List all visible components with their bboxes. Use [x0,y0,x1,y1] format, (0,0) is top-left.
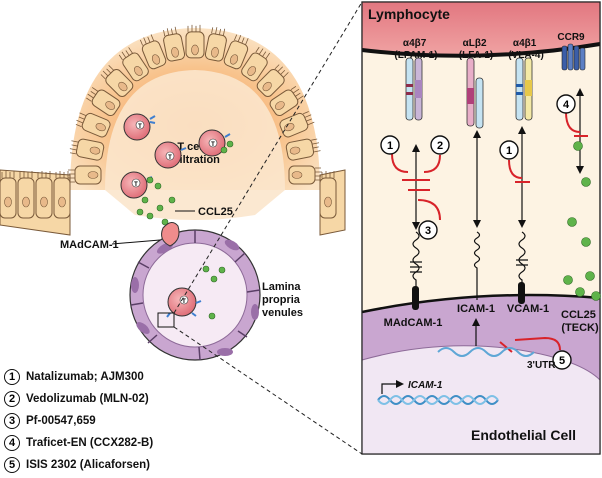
integrin-alb2-label: αLβ2 (LFA-1) [459,38,493,61]
marker-2: 2 [430,135,450,155]
legend-number: 2 [4,391,20,407]
marker-5: 5 [552,350,572,370]
legend-item: 3 Pf-00547,659 [4,410,304,432]
legend-number: 1 [4,369,20,385]
svg-text:2: 2 [437,140,443,152]
vcam-stalk [518,282,525,304]
integrin-a4b7-glyph [405,57,423,121]
legend-text: ISIS 2302 (Alicaforsen) [26,459,150,471]
icam-label: ICAM-1 [457,303,495,315]
tcell: T [120,171,148,199]
tcell: T [154,141,182,169]
utr-label: 3'UTR [527,360,556,371]
marker-3: 3 [418,220,438,240]
villus-illustration: T cell infiltration T T T T CCL2 [0,24,346,361]
madcam-ligand [410,231,422,290]
tcell: T [123,113,151,141]
svg-text:1: 1 [387,140,393,152]
endothelial-cell-title: Endothelial Cell [471,427,576,443]
legend-item: 1 Natalizumab; AJM300 [4,366,304,388]
ccl25-teck-label: CCL25 (TECK) [561,309,599,334]
madcam-label-left: MAdCAM-1 [60,239,119,251]
svg-text:3: 3 [425,225,431,237]
svg-text:T: T [168,155,172,161]
integrin-a4b7-label: α4β7 (LPAM-1) [394,38,437,61]
lamina-propria-label: Lamina propria venules [262,281,304,319]
lymphocyte-title: Lymphocyte [368,6,450,22]
marker-1: 1 [499,140,519,160]
legend-number: 5 [4,457,20,473]
svg-text:5: 5 [559,355,565,367]
legend-item: 4 Traficet-EN (CCX282-B) [4,432,304,454]
legend-number: 4 [4,435,20,451]
vcam-label: VCAM-1 [507,303,549,315]
drug-legend: 1 Natalizumab; AJM300 2 Vedolizumab (MLN… [4,366,304,476]
inhibitor-marks [391,111,588,353]
svg-text:T: T [211,142,215,148]
mrna-strand [437,347,535,357]
icam-ligand [473,231,481,300]
legend-number: 3 [4,413,20,429]
svg-text:T: T [182,299,186,305]
integrin-alb2-glyph [466,57,484,129]
madcam-stalk [412,286,419,310]
epithelial-cells [0,24,337,219]
marker-4: 4 [556,94,576,114]
legend-item: 5 ISIS 2302 (Alicaforsen) [4,454,304,476]
ccl25-label-left: CCL25 [198,206,233,218]
vcam-ligand [516,231,528,286]
svg-text:T: T [138,124,142,130]
ccl25-dots [563,141,601,301]
icam-gene-label: ICAM-1 [408,380,443,391]
integrin-a4b1-glyph [515,57,533,121]
legend-text: Pf-00547,659 [26,415,96,427]
legend-text: Vedolizumab (MLN-02) [26,393,149,405]
svg-text:4: 4 [563,99,570,111]
tcell: T [198,129,226,157]
marker-1: 1 [380,135,400,155]
svg-text:1: 1 [506,145,512,157]
ccr9-label: CCR9 [557,32,585,43]
zoom-line-bottom [173,326,363,455]
tcell: T [167,287,197,317]
legend-text: Natalizumab; AJM300 [26,371,144,383]
zoom-line-top [173,1,363,314]
chemokine-dots [136,140,234,226]
legend-item: 2 Vedolizumab (MLN-02) [4,388,304,410]
integrin-a4b1-label: α4β1 (VLA-4) [508,38,544,61]
zoom-panel [361,1,601,455]
svg-text:T: T [134,182,138,188]
ccr9-glyph [561,43,586,71]
madcam-label: MAdCAM-1 [384,317,443,329]
venule [129,229,261,361]
legend-text: Traficet-EN (CCX282-B) [26,437,154,449]
